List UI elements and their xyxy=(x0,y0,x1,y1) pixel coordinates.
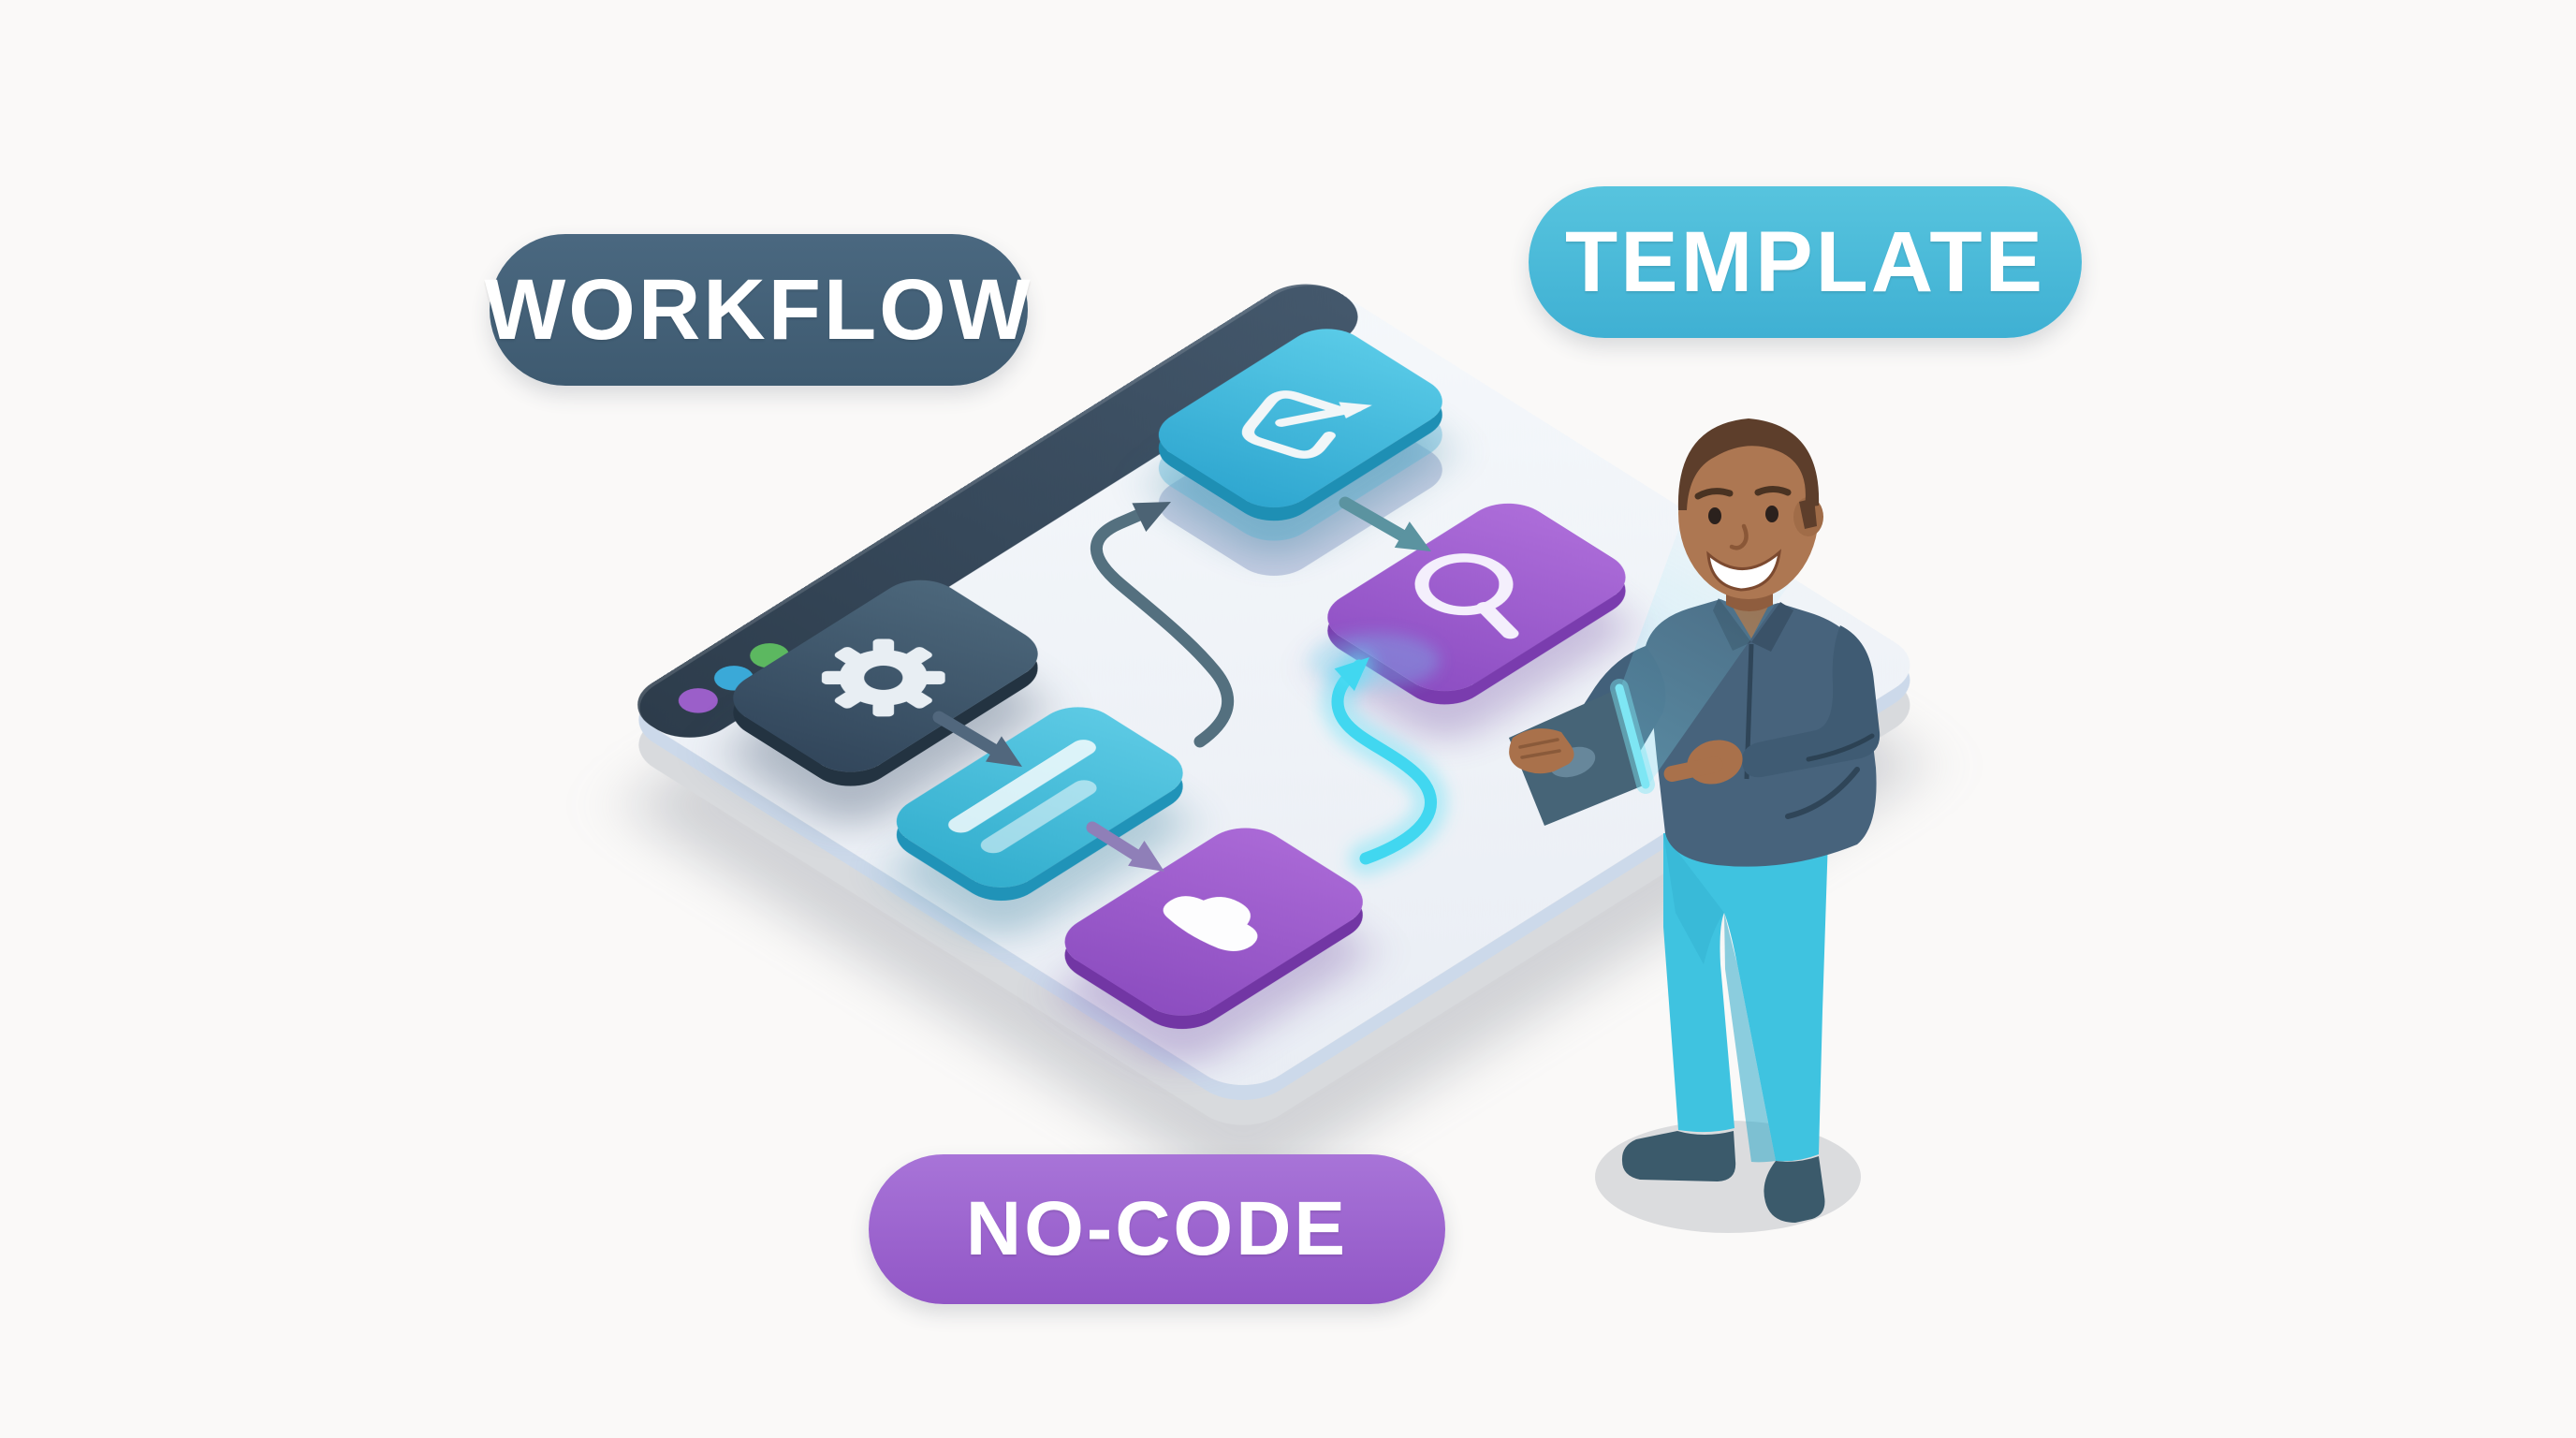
eye xyxy=(1708,507,1721,524)
arrow-text-to-cloud xyxy=(1086,821,1164,872)
browser-window xyxy=(617,271,1932,1099)
workflow-badge-label: WORKFLOW xyxy=(484,261,1033,358)
cloud-icon xyxy=(1163,895,1258,951)
arrow-text-to-export xyxy=(1090,502,1235,748)
shoes xyxy=(1621,1131,1825,1223)
pants xyxy=(1663,833,1828,1163)
document-export-icon xyxy=(1241,389,1372,459)
workflow-node-cloud xyxy=(1046,816,1381,1027)
template-badge-label: TEMPLATE xyxy=(1565,213,2045,310)
hair xyxy=(1677,418,1820,510)
workflow-node-settings xyxy=(715,568,1056,784)
template-badge: TEMPLATE xyxy=(1529,186,2082,338)
eye xyxy=(1765,506,1778,522)
smile xyxy=(1706,549,1782,592)
eyebrow xyxy=(1694,488,1734,500)
tablet xyxy=(1509,679,1655,826)
workflow-badge: WORKFLOW xyxy=(484,234,1031,386)
gear-icon xyxy=(821,638,945,716)
person-illustration xyxy=(1509,418,1881,1233)
arrow-export-to-search xyxy=(1339,496,1431,551)
nose xyxy=(1729,523,1749,550)
nocode-badge: NO-CODE xyxy=(869,1154,1445,1304)
left-hand xyxy=(1509,728,1574,774)
workflow-node-search xyxy=(1310,492,1644,703)
eyebrow xyxy=(1754,486,1792,496)
nocode-badge-label: NO-CODE xyxy=(965,1186,1349,1271)
glow-pipe-cloud-to-search xyxy=(1309,633,1448,875)
right-arm xyxy=(1663,625,1881,785)
arrow-settings-to-text xyxy=(932,711,1022,767)
head xyxy=(1677,418,1823,611)
workflow-node-export xyxy=(1141,317,1460,519)
magnifier-icon xyxy=(1414,552,1519,639)
